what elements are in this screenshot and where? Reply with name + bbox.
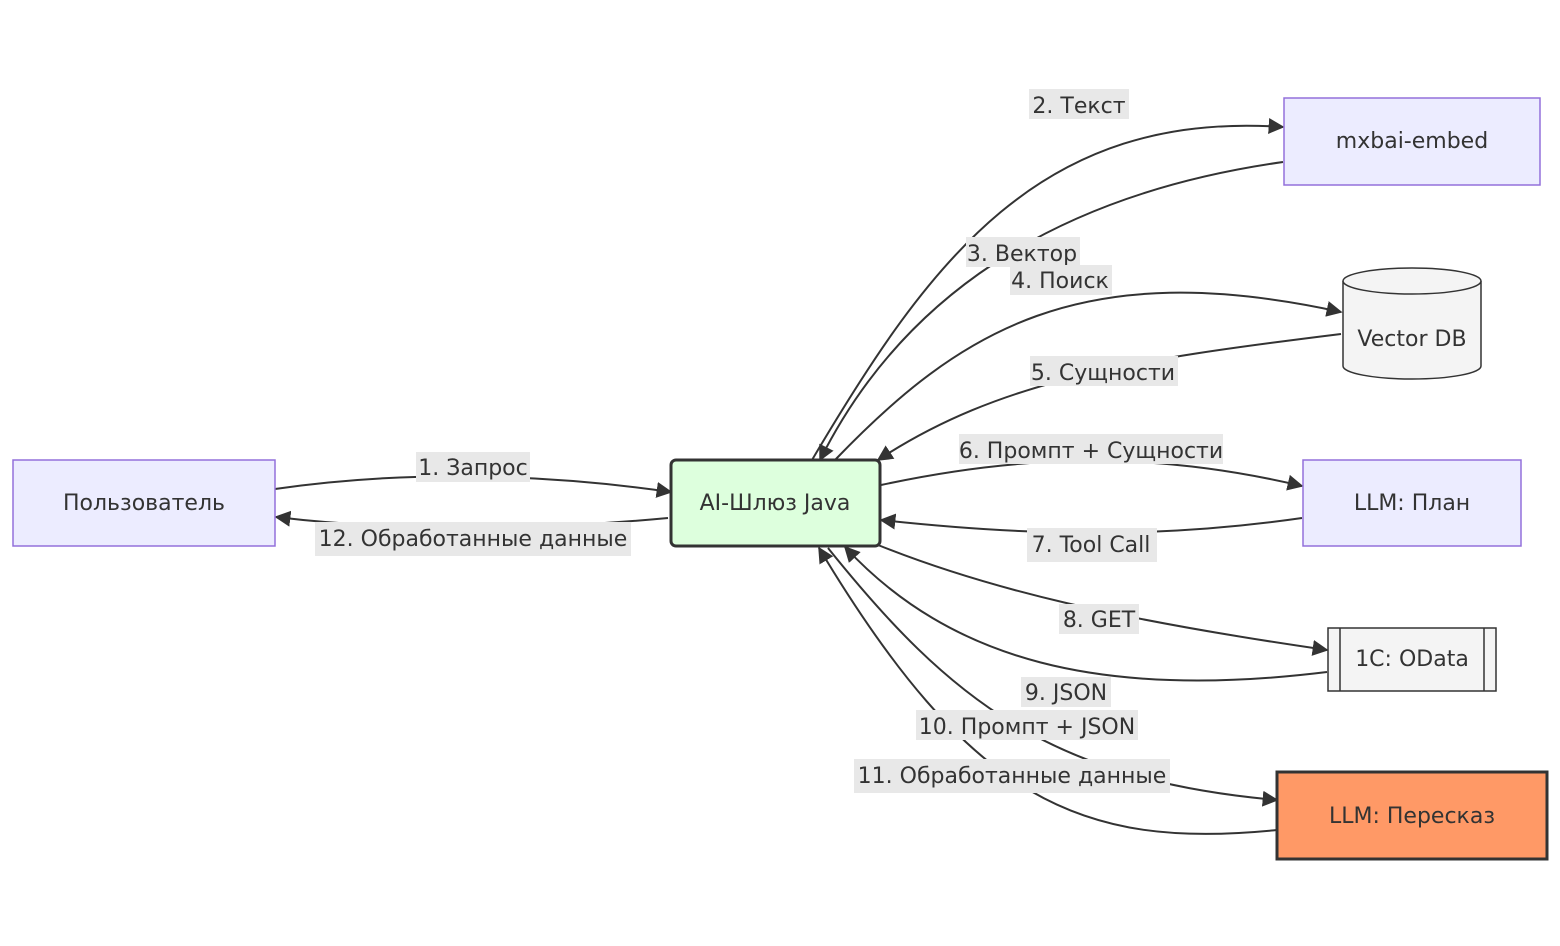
edge-labels: 1. Запрос 2. Текст 3. Вектор 4. Поиск 5.… [315, 89, 1223, 793]
edge-label-12: 12. Обработанные данные [315, 522, 631, 556]
edge-8 [877, 544, 1329, 656]
node-plan-label: LLM: План [1354, 491, 1470, 516]
node-user: Пользователь [12, 459, 276, 547]
edge-label-2-text: 2. Текст [1032, 94, 1125, 119]
node-plan: LLM: План [1302, 459, 1522, 547]
edge-2 [811, 118, 1285, 461]
node-vectordb-label: Vector DB [1357, 327, 1466, 352]
edge-6 [880, 459, 1304, 491]
edge-label-8-text: 8. GET [1063, 608, 1136, 633]
edge-label-9-text: 9. JSON [1025, 681, 1107, 706]
edge-label-12-text: 12. Обработанные данные [319, 527, 628, 552]
edge-label-5: 5. Сущности [1030, 356, 1178, 386]
node-retell-label: LLM: Пересказ [1329, 804, 1495, 829]
edge-label-3: 3. Вектор [966, 237, 1080, 267]
node-vectordb: Vector DB [1342, 267, 1482, 380]
edge-label-7-text: 7. Tool Call [1032, 533, 1151, 558]
edge-9 [843, 545, 1328, 682]
edge-label-11: 11. Обработанные данные [854, 759, 1170, 793]
edge-label-10-text: 10. Промпт + JSON [919, 715, 1135, 740]
node-embed-label: mxbai-embed [1336, 129, 1488, 154]
edge-label-3-text: 3. Вектор [967, 242, 1077, 267]
edge-label-8: 8. GET [1059, 604, 1139, 634]
edge-label-5-text: 5. Сущности [1031, 361, 1175, 386]
node-retell: LLM: Пересказ [1275, 770, 1549, 861]
node-gateway-label: AI-Шлюз Java [700, 491, 851, 516]
edge-label-6: 6. Промпт + Сущности [959, 434, 1223, 464]
node-odata-label: 1C: OData [1355, 647, 1469, 672]
edge-4 [834, 291, 1343, 461]
edge-label-4-text: 4. Поиск [1011, 269, 1109, 294]
edge-label-1-text: 1. Запрос [418, 456, 527, 481]
node-user-label: Пользователь [63, 491, 225, 516]
node-embed: mxbai-embed [1283, 97, 1541, 186]
node-gateway: AI-Шлюз Java [669, 458, 882, 548]
edge-label-2: 2. Текст [1029, 89, 1129, 119]
edge-label-4: 4. Поиск [1010, 265, 1112, 295]
edge-label-6-text: 6. Промпт + Сущности [959, 439, 1223, 464]
edge-label-7: 7. Tool Call [1027, 528, 1157, 562]
edge-label-1: 1. Запрос [416, 452, 530, 482]
edge-label-9: 9. JSON [1021, 677, 1111, 707]
edge-label-11-text: 11. Обработанные данные [858, 764, 1167, 789]
node-odata: 1C: OData [1327, 627, 1497, 692]
edge-label-10: 10. Промпт + JSON [916, 710, 1138, 740]
